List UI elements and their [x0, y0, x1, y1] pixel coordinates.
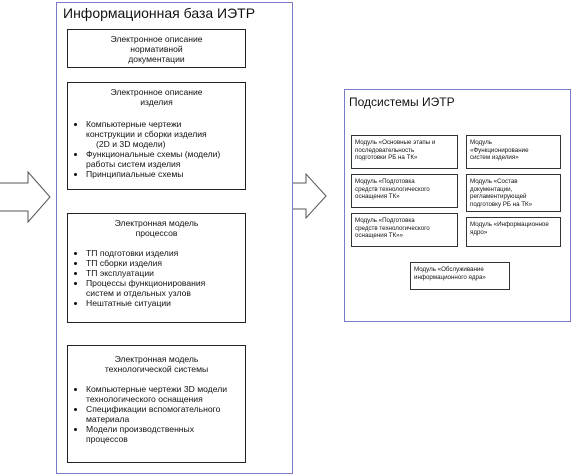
list-item: Компьютерные чертежи конструкции и сборк…: [86, 119, 241, 149]
box-title: Электронная модель технологической систе…: [104, 354, 209, 374]
item-list: ТП подготовки изделия ТП сборки изделия …: [68, 248, 245, 308]
box-tech-system-model: Электронная модель технологической систе…: [67, 345, 246, 463]
item-list: Компьютерные чертежи конструкции и сборк…: [68, 119, 245, 179]
list-item: ТП подготовки изделия: [86, 248, 241, 258]
list-item: Функциональные схемы (модели) работы сис…: [86, 149, 241, 169]
box-normative-docs: Электронное описание нормативной докумен…: [67, 29, 246, 68]
list-item: ТП эксплуатации: [86, 268, 241, 278]
item-list: Компьютерные чертежи 3D модели технологи…: [68, 384, 245, 444]
list-item: Процессы функционирования систем и отдел…: [86, 278, 241, 298]
list-item: Модели производственных процессов: [86, 424, 241, 444]
between-arrow: [291, 172, 327, 220]
input-arrow: [0, 170, 51, 224]
subsystems-title: Подсистемы ИЭТР: [349, 95, 455, 109]
list-item: Нештатные ситуации: [86, 298, 241, 308]
ietr-base-title: Информационная база ИЭТР: [63, 5, 256, 21]
list-item: Спецификации вспомогательного материала: [86, 404, 241, 424]
box-title: Электронное описание нормативной докумен…: [110, 34, 203, 64]
list-item: ТП сборки изделия: [86, 258, 241, 268]
box-product-description: Электронное описание изделия Компьютерны…: [67, 82, 246, 190]
box-title: Электронная модель процессов: [114, 218, 199, 238]
box-process-model: Электронная модель процессов ТП подготов…: [67, 213, 246, 323]
list-item: Компьютерные чертежи 3D модели технологи…: [86, 384, 241, 404]
box-title: Электронное описание изделия: [110, 87, 203, 107]
list-item: Принципиальные схемы: [86, 169, 241, 179]
